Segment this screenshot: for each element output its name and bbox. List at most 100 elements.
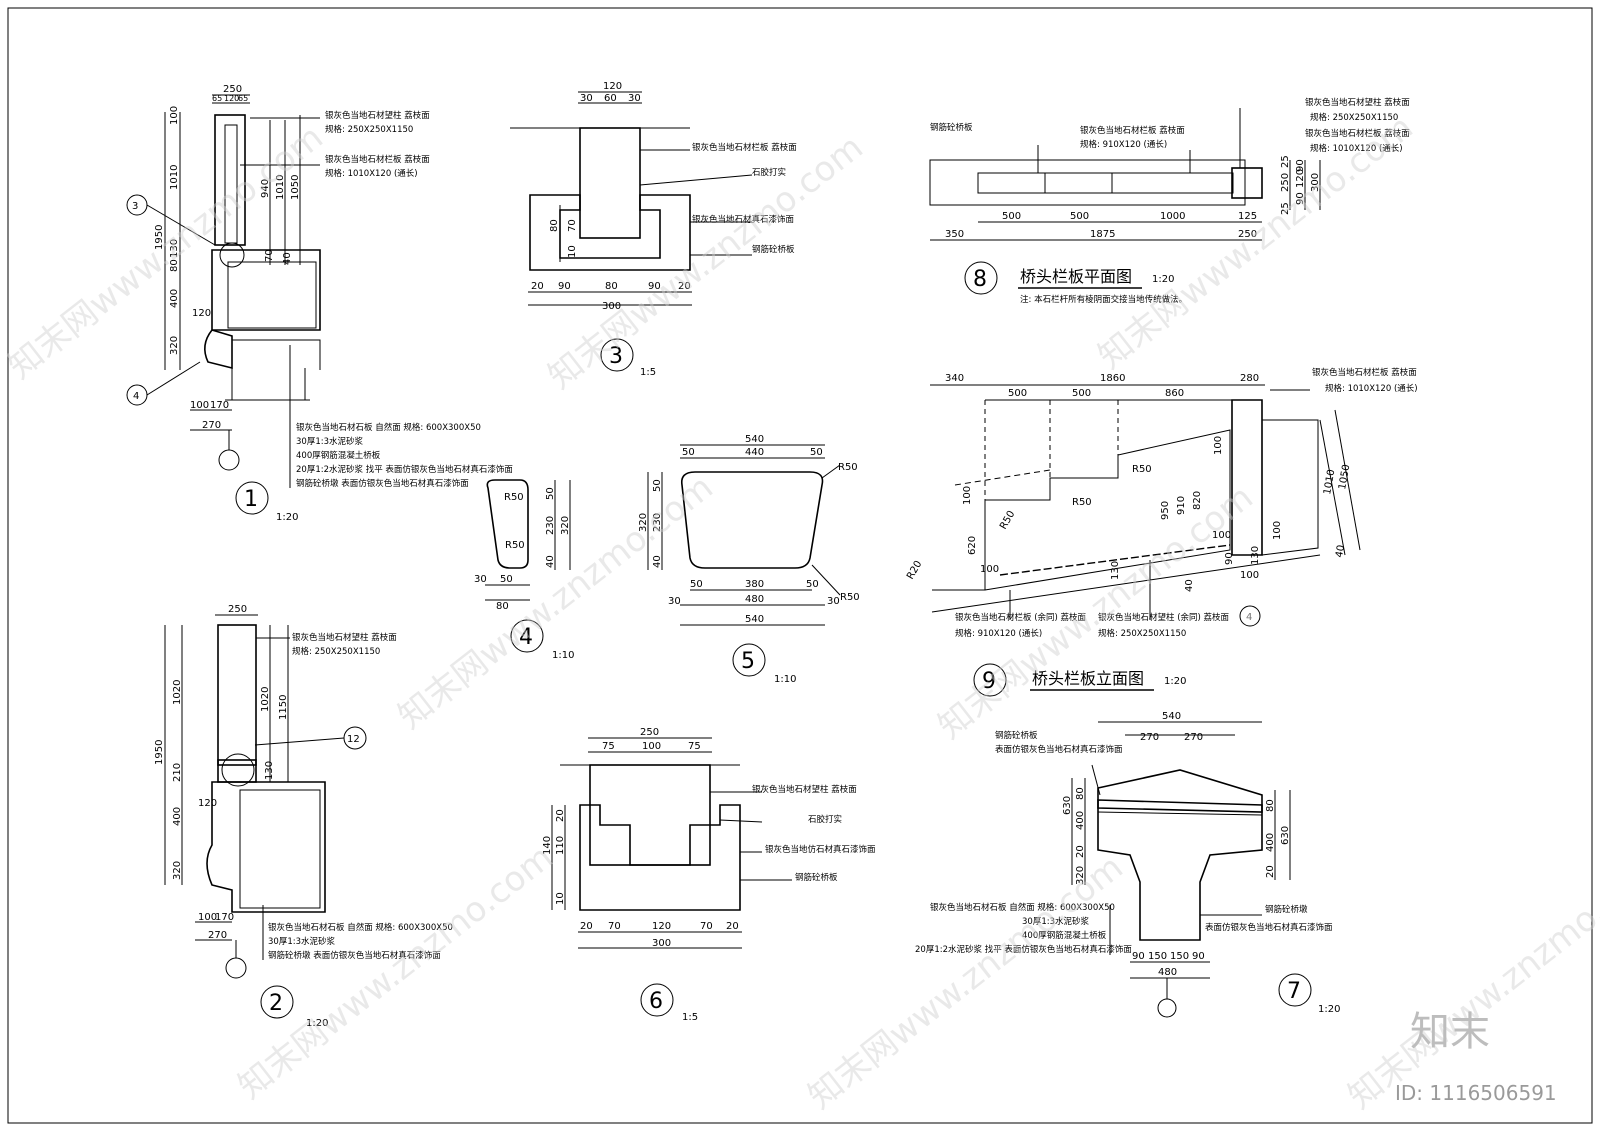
d6-number: 6 xyxy=(649,989,663,1014)
d3-dim-top-1: 30 xyxy=(580,93,593,104)
d4-dim-right-2: 320 xyxy=(560,516,571,535)
d7-dim-bottom-0: 90 xyxy=(1132,951,1145,962)
d8-number: 8 xyxy=(973,267,987,292)
d3-note-1: 石胶打实 xyxy=(752,167,786,178)
d5-dim-top-1: 50 xyxy=(682,447,695,458)
d5-dim-top-3: 50 xyxy=(810,447,823,458)
d8-dim-right-5: 90 xyxy=(1295,159,1306,172)
d1-callout-4: 4 xyxy=(133,391,139,402)
detail-3: 120 30 60 30 80 70 10 20 90 80 90 20 300… xyxy=(510,81,797,378)
d4-radius-1: R50 xyxy=(505,540,525,551)
d6-dim-bottom-1: 70 xyxy=(608,921,621,932)
d1-number: 1 xyxy=(244,487,258,512)
d9-inner-5: 620 xyxy=(967,536,978,555)
d9-dim-top-1: 1860 xyxy=(1100,373,1125,384)
d3-dim-left-0: 80 xyxy=(549,219,560,232)
d8-dim-right-6: 300 xyxy=(1310,173,1321,192)
d9-inner-3: 100 xyxy=(962,486,973,505)
d6-dim-bottom-3: 70 xyxy=(700,921,713,932)
d8-scale: 1:20 xyxy=(1152,274,1174,285)
d7-note-bottom-3: 20厚1:2水泥砂浆 找平 表面仿银灰色当地石材真石漆饰面 xyxy=(915,944,1132,955)
d9-inner-4: 100 xyxy=(1213,436,1224,455)
detail-2: 250 1020 1950 210 400 320 120 1020 1150 … xyxy=(154,604,453,1029)
d8-dim-bottom-0: 500 xyxy=(1002,211,1021,222)
d1-dim-left-3: 80 xyxy=(169,259,180,272)
d1-dim-top-1: 65 xyxy=(212,94,222,103)
d6-dim-left-1: 110 xyxy=(555,836,566,855)
d8-dim-right-4: 120 xyxy=(1295,169,1306,188)
d6-scale: 1:5 xyxy=(682,1012,698,1023)
d6-dim-bottom-4: 20 xyxy=(726,921,739,932)
d9-label-3: 规格: 910X120 (通长) xyxy=(955,628,1042,639)
d7-dim-bottom-2: 150 xyxy=(1170,951,1189,962)
d1-dim-right-3: 70 xyxy=(264,249,275,262)
d1-dim-right-4: 40 xyxy=(282,252,293,265)
d1-dim-left-5: 400 xyxy=(169,289,180,308)
d6-dim-top-3: 75 xyxy=(688,741,701,752)
d7-note-bottom-2: 400厚钢筋混凝土桥板 xyxy=(1022,930,1107,941)
d6-dim-top-0: 250 xyxy=(640,727,659,738)
d2-dim-left-2: 210 xyxy=(172,763,183,782)
d8-dim-right-3: 90 xyxy=(1295,192,1306,205)
d3-note-0: 银灰色当地石材栏板 荔枝面 xyxy=(692,142,797,153)
d7-note-top-0: 钢筋砼桥板 xyxy=(995,730,1038,741)
d9-inner-8: 820 xyxy=(1192,491,1203,510)
d9-inner-15: 100 xyxy=(1240,570,1259,581)
d8-dim-bottom-4: 350 xyxy=(945,229,964,240)
detail-7: 540 270 270 80 630 400 20 320 80 400 630… xyxy=(915,711,1340,1018)
d6-note-3: 钢筋砼桥板 xyxy=(795,872,838,883)
d9-dim-top-4: 500 xyxy=(1072,388,1091,399)
d7-note-right-1: 表面仿银灰色当地石材真石漆饰面 xyxy=(1205,922,1333,933)
d1-dim-bottom-2: 270 xyxy=(202,420,221,431)
detail-4: 50 230 320 40 R50 R50 30 50 80 4 1:10 xyxy=(474,479,574,661)
d6-dim-bottom-0: 20 xyxy=(580,921,593,932)
d1-dim-left-4: 130 xyxy=(169,239,180,258)
d2-dim-right-0: 1020 xyxy=(260,687,271,712)
watermark-image-id: ID: 1116506591 xyxy=(1395,1081,1557,1105)
d6-dim-left-0: 20 xyxy=(555,809,566,822)
d4-dim-bottom-2: 80 xyxy=(496,601,509,612)
d2-dim-left-5: 120 xyxy=(198,798,217,809)
d9-dim-top-0: 340 xyxy=(945,373,964,384)
d7-dim-bottom-4: 480 xyxy=(1158,967,1177,978)
d9-dim-top-2: 280 xyxy=(1240,373,1259,384)
d8-dim-right-1: 250 xyxy=(1280,173,1291,192)
d8-label-2: 规格: 910X120 (通长) xyxy=(1080,139,1167,150)
d9-callout-4: 4 xyxy=(1246,612,1252,623)
d6-dim-top-1: 75 xyxy=(602,741,615,752)
d3-dim-bottom-5: 300 xyxy=(602,301,621,312)
d4-number: 4 xyxy=(519,625,533,650)
d7-dim-bottom-3: 90 xyxy=(1192,951,1205,962)
d1-note-top-2: 银灰色当地石材栏板 荔枝面 xyxy=(325,154,430,165)
d5-dim-bottom-2: 50 xyxy=(806,579,819,590)
detail-6: 250 75 100 75 20 110 140 10 20 70 120 70… xyxy=(542,727,876,1023)
detail-9: 340 1860 280 500 500 860 R50 R50 R50 100… xyxy=(905,367,1418,697)
d2-dim-left-4: 320 xyxy=(172,861,183,880)
d2-dim-bottom-1: 170 xyxy=(215,912,234,923)
d6-note-0: 银灰色当地石材望柱 荔枝面 xyxy=(752,784,857,795)
d8-title: 桥头栏板平面图 xyxy=(1020,267,1132,286)
d4-radius-0: R50 xyxy=(504,492,524,503)
d8-note: 注: 本石栏杆所有棱阴面交接当地传统做法。 xyxy=(1020,294,1187,305)
d9-scale: 1:20 xyxy=(1164,676,1186,687)
d2-note-top-1: 规格: 250X250X1150 xyxy=(292,646,380,657)
d1-dim-top-0: 250 xyxy=(223,84,242,95)
d1-dim-right-2: 1050 xyxy=(290,175,301,200)
d9-label-1: 规格: 1010X120 (通长) xyxy=(1325,383,1418,394)
d1-dim-top-2: 120 xyxy=(224,94,239,103)
d9-inner-6: 950 xyxy=(1160,501,1171,520)
d1-note-bottom-4: 钢筋砼桥墩 表面仿银灰色当地石材真石漆饰面 xyxy=(296,478,469,489)
watermark-brand: 知末 xyxy=(1410,1009,1490,1055)
d7-dim-right-3: 20 xyxy=(1265,865,1276,878)
d5-dim-left-3: 40 xyxy=(652,555,663,568)
d5-number: 5 xyxy=(741,649,755,674)
d6-note-2: 银灰色当地仿石材真石漆饰面 xyxy=(765,844,876,855)
d2-note-bottom-1: 30厚1:3水泥砂浆 xyxy=(268,936,335,947)
d3-dim-bottom-1: 90 xyxy=(558,281,571,292)
d9-inner-16: R20 xyxy=(905,559,924,582)
d2-note-bottom-0: 银灰色当地石材石板 自然面 规格: 600X300X50 xyxy=(268,922,453,933)
d8-label-1: 银灰色当地石材栏板 荔枝面 xyxy=(1080,125,1185,136)
d1-note-top-1: 规格: 250X250X1150 xyxy=(325,124,413,135)
d6-dim-bottom-2: 120 xyxy=(652,921,671,932)
d1-note-bottom-1: 30厚1:3水泥砂浆 xyxy=(296,436,363,447)
